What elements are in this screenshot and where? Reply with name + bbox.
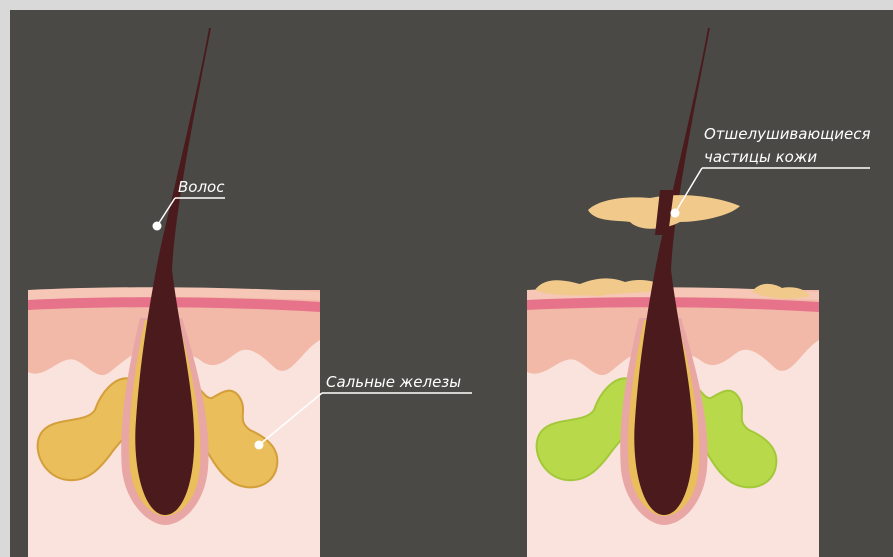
glands-pointer-dot xyxy=(255,441,264,450)
flakes-label-line1: Отшелушивающиеся xyxy=(704,125,870,143)
hair-follicle-diagram: Волос Сальные железы Отшелушивающиеся ча… xyxy=(10,10,893,557)
flakes-pointer-dot xyxy=(671,209,680,218)
label-hair: Волос xyxy=(153,178,226,231)
hair-label: Волос xyxy=(178,178,225,196)
hair-pointer-dot xyxy=(153,222,162,231)
flakes-label-line2: частицы кожи xyxy=(704,148,817,166)
diagram-panel: Волос Сальные железы Отшелушивающиеся ча… xyxy=(10,10,893,557)
left-follicle xyxy=(28,28,320,557)
right-follicle xyxy=(527,28,819,557)
glands-label: Сальные железы xyxy=(326,373,461,391)
